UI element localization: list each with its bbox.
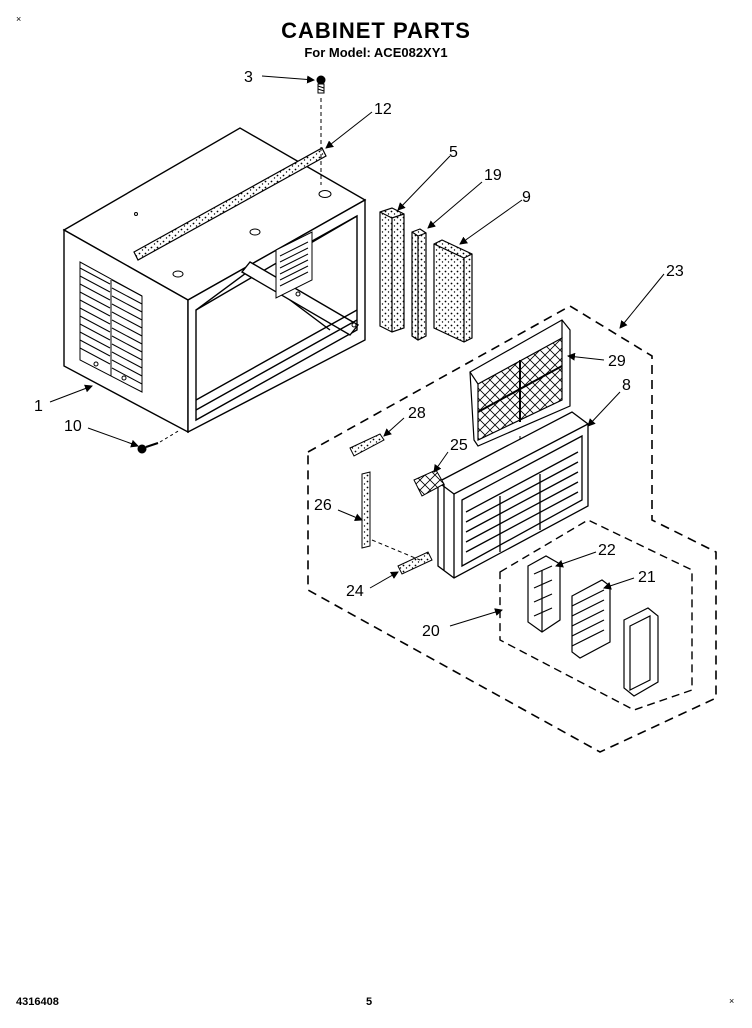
- callout-3: 3: [244, 69, 253, 86]
- document-code: 4316408: [16, 996, 59, 1008]
- foam-seal-part-19: [411, 228, 427, 341]
- callout-29: 29: [608, 353, 626, 370]
- front-grille-part-8: [437, 411, 589, 579]
- air-filter-part-29: [469, 319, 571, 447]
- foam-seal-part-9: [433, 239, 473, 343]
- callout-25: 25: [450, 437, 468, 454]
- bracket-part-22: [527, 555, 561, 633]
- screw-part-3: [316, 75, 326, 94]
- strip-part-28: [349, 433, 385, 457]
- callout-12: 12: [374, 101, 392, 118]
- callout-28: 28: [408, 405, 426, 422]
- leader-lines: [49, 75, 665, 627]
- callout-1: 1: [34, 398, 43, 415]
- callout-23: 23: [666, 263, 684, 280]
- callout-20: 20: [422, 623, 440, 640]
- curtain-frame: [623, 607, 659, 697]
- callout-22: 22: [598, 542, 616, 559]
- callout-24: 24: [346, 583, 364, 600]
- decal-part-25: [413, 469, 445, 497]
- page-number: 5: [366, 996, 373, 1008]
- corner-mark-icon: ×: [729, 996, 735, 1006]
- callout-26: 26: [314, 497, 332, 514]
- strip-part-24: [397, 551, 433, 575]
- top-rail-part-12: [133, 147, 327, 261]
- screw-part-10: [137, 442, 159, 454]
- diagram-title: CABINET PARTS: [281, 18, 471, 43]
- callout-10: 10: [64, 418, 82, 435]
- support-kit-boundary: [499, 519, 693, 711]
- foam-seal-part-5: [379, 207, 405, 333]
- rear-louvers: [275, 231, 313, 299]
- accordion-part-21: [571, 579, 611, 659]
- cabinet-louvers: [79, 261, 143, 393]
- strip-part-26: [361, 471, 371, 549]
- corner-mark-icon: ×: [16, 14, 22, 24]
- callout-9: 9: [522, 189, 531, 206]
- part-callouts: 3 12 5 19 9 23 29 8 1 10 28 25 26 24 22 …: [34, 69, 684, 640]
- front-assembly-boundary: [307, 305, 717, 753]
- callout-5: 5: [449, 144, 458, 161]
- callout-21: 21: [638, 569, 656, 586]
- model-subtitle: For Model: ACE082XY1: [304, 45, 448, 60]
- callout-8: 8: [622, 377, 631, 394]
- callout-19: 19: [484, 167, 502, 184]
